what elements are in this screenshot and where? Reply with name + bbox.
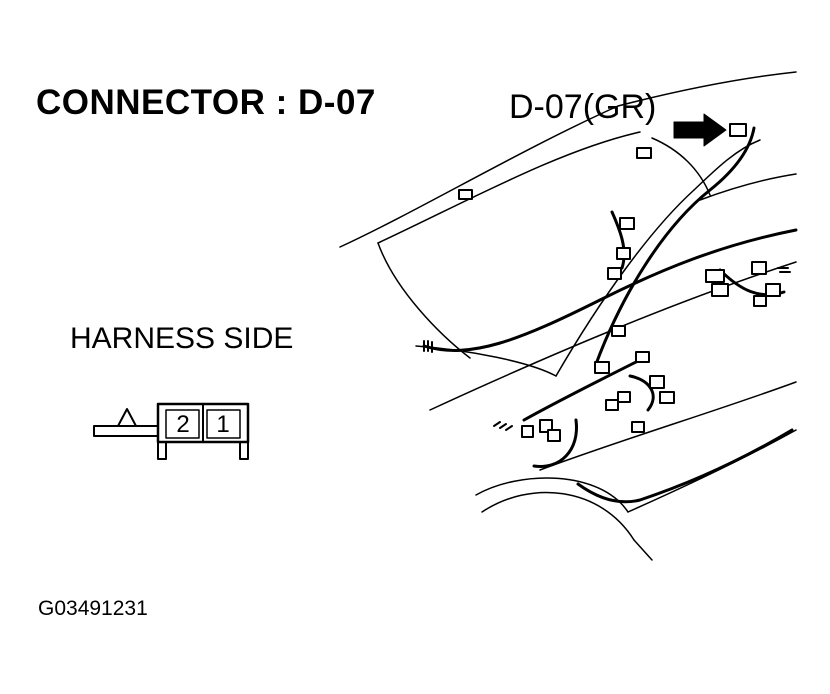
connector-callout-label: D-07(GR) (509, 88, 657, 126)
callout-arrow-icon (673, 113, 727, 147)
d07-connector (729, 123, 747, 137)
harness-connectors (458, 123, 781, 442)
figure-id: G03491231 (38, 597, 148, 620)
connector-face (93, 402, 250, 460)
harness-side-label: HARNESS SIDE (70, 322, 294, 355)
harness-ends (423, 267, 791, 431)
connector-title: CONNECTOR : D-07 (36, 83, 376, 122)
pin-label-1: 1 (216, 411, 229, 438)
pin-label-2: 2 (176, 411, 189, 438)
wiring-harness (422, 126, 798, 504)
